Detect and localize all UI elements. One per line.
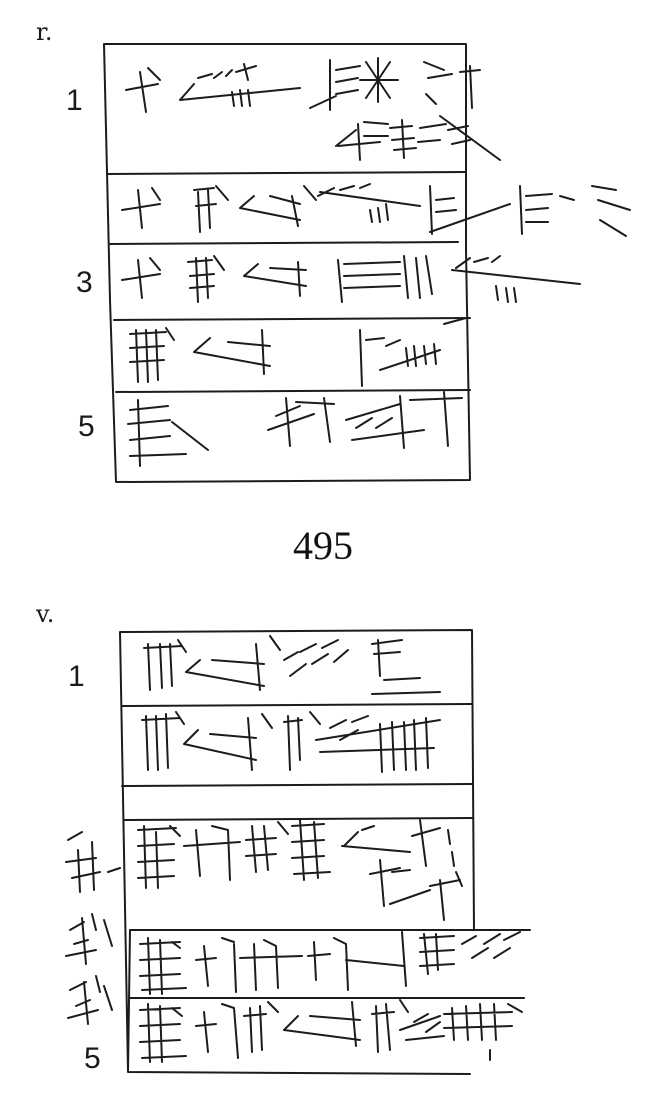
figure-number: 495: [293, 523, 353, 568]
reverse-ruling-2: [121, 783, 473, 787]
reverse-ruling-1: [121, 703, 473, 707]
reverse-label: v.: [36, 600, 55, 628]
reverse-tablet: [65, 629, 531, 1075]
obverse-line-1-signs: [125, 57, 481, 113]
obverse-line-number-3: 3: [76, 266, 93, 299]
obverse-label: r.: [36, 18, 53, 46]
obverse-line-1b-signs: [335, 115, 501, 161]
obverse-line-5-signs: [127, 391, 463, 467]
reverse-tablet-outline: [119, 629, 531, 1075]
reverse-line-3b-signs: [369, 859, 463, 921]
obverse-ruling-3: [113, 317, 471, 321]
obverse-tablet-outline: [103, 43, 471, 483]
reverse-line-1-signs: [143, 635, 441, 695]
obverse-ruling-2: [109, 241, 459, 245]
reverse-line-5-signs: [139, 999, 523, 1063]
reverse-line-number-5: 5: [84, 1042, 101, 1075]
reverse-ruling-3: [123, 817, 473, 821]
reverse-line-2-signs: [141, 711, 441, 773]
obverse-tablet: [103, 43, 631, 483]
reverse-line-number-1: 1: [68, 660, 85, 693]
obverse-line-number-1: 1: [66, 84, 83, 117]
obverse-ruling-1: [107, 171, 467, 175]
obverse-line-2-signs: [121, 183, 631, 237]
reverse-line-4-signs: [139, 931, 521, 995]
obverse-line-4-signs: [129, 317, 467, 387]
reverse-edge-signs: [65, 831, 121, 1025]
obverse-line-3-signs: [121, 255, 581, 303]
obverse-line-number-5: 5: [78, 410, 95, 443]
obverse-ruling-4: [115, 389, 471, 393]
reverse-line-3-signs: [137, 819, 455, 889]
